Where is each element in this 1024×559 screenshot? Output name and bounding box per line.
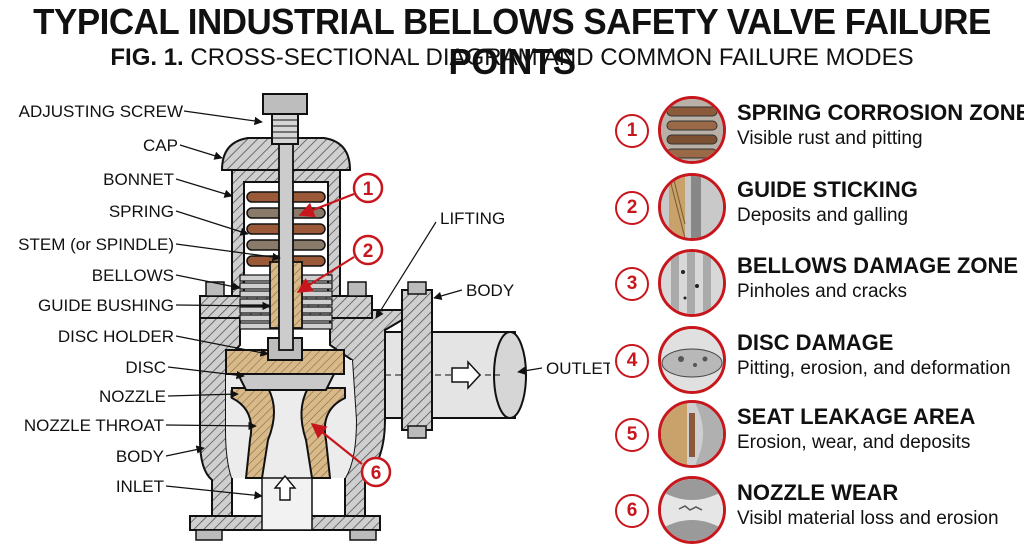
failure-desc-4: Pitting, erosion, and deformation <box>737 358 1011 379</box>
valve-cross-section-diagram: 1 2 6 ADJUSTING SCREW CAP BONNET SPRING … <box>18 93 610 541</box>
marker-1-label: 1 <box>363 179 374 200</box>
failure-desc-5: Erosion, wear, and deposits <box>737 432 971 453</box>
label-adjusting-screw: ADJUSTING SCREW <box>19 102 183 121</box>
label-body-left: BODY <box>116 447 164 466</box>
label-lifting: LIFTING <box>440 209 505 228</box>
failure-title-3: BELLOWS DAMAGE ZONE <box>737 253 1019 278</box>
label-disc: DISC <box>125 358 166 377</box>
label-cap: CAP <box>143 136 178 155</box>
failure-desc-2: Deposits and galling <box>737 205 909 226</box>
label-nozzle: NOZZLE <box>99 387 166 406</box>
failure-number-4: 4 <box>615 344 649 378</box>
failure-title-4: DISC DAMAGE <box>737 330 894 355</box>
label-disc-holder: DISC HOLDER <box>58 327 174 346</box>
label-spring: SPRING <box>109 202 174 221</box>
stem <box>278 119 294 351</box>
failure-point-4: 4 DISC DAMAGE Pitting, erosion, and defo… <box>615 322 1020 398</box>
marker-6-label: 6 <box>371 463 382 484</box>
label-nozzle-throat: NOZZLE THROAT <box>24 416 164 435</box>
failure-point-2: 2 GUIDE STICKING Deposits and galling <box>615 169 1020 245</box>
failure-desc-6: Visibl material loss and erosion <box>737 508 999 529</box>
outlet-flange <box>401 281 433 439</box>
failure-number-6: 6 <box>615 494 649 528</box>
marker-2: 2 <box>296 234 384 293</box>
marker-1: 1 <box>298 172 384 218</box>
failure-point-6: 6 NOZZLE WEAR Visibl material loss and e… <box>615 472 1020 548</box>
fig-label: FIG. 1. <box>110 44 184 71</box>
failure-title-6: NOZZLE WEAR <box>737 480 899 505</box>
marker-6: 6 <box>310 423 392 488</box>
disc-damage-icon <box>658 326 726 394</box>
failure-number-2: 2 <box>615 191 649 225</box>
marker-2-label: 2 <box>363 241 374 262</box>
failure-title-2: GUIDE STICKING <box>737 177 918 202</box>
failure-number-3: 3 <box>615 267 649 301</box>
page-subtitle: FIG. 1. CROSS-SECTIONAL DIAGRAM AND COMM… <box>0 44 1024 72</box>
seat-leakage-icon <box>658 400 726 468</box>
failure-point-3: 3 BELLOWS DAMAGE ZONE Pinholes and crack… <box>615 245 1020 321</box>
label-inlet: INLET <box>116 477 164 496</box>
label-body-right: BODY <box>466 281 514 300</box>
failure-desc-3: Pinholes and cracks <box>737 281 908 302</box>
failure-desc-1: Visible rust and pitting <box>737 128 923 149</box>
guide-sticking-icon <box>658 173 726 241</box>
bellows-damage-icon <box>658 249 726 317</box>
label-outlet: OUTLET <box>546 359 610 378</box>
nozzle-wear-icon <box>658 476 726 544</box>
label-stem: STEM (or SPINDLE) <box>18 235 174 254</box>
label-bellows: BELLOWS <box>92 266 174 285</box>
failure-point-5: 5 SEAT LEAKAGE AREA Erosion, wear, and d… <box>615 396 1020 472</box>
failure-point-1: 1 SPRING CORROSION ZONE Visible rust and… <box>615 92 1024 168</box>
label-guide-bushing: GUIDE BUSHING <box>38 296 174 315</box>
failure-number-1: 1 <box>615 114 649 148</box>
failure-number-5: 5 <box>615 418 649 452</box>
label-bonnet: BONNET <box>103 170 174 189</box>
page-title: TYPICAL INDUSTRIAL BELLOWS SAFETY VALVE … <box>33 1 991 82</box>
failure-title-5: SEAT LEAKAGE AREA <box>737 404 976 429</box>
adjusting-screw <box>262 93 308 145</box>
callouts-left <box>165 110 543 500</box>
spring-corrosion-icon <box>658 96 726 164</box>
subtitle-text: CROSS-SECTIONAL DIAGRAM AND COMMON FAILU… <box>190 44 914 71</box>
failure-title-1: SPRING CORROSION ZONE <box>737 100 1024 125</box>
